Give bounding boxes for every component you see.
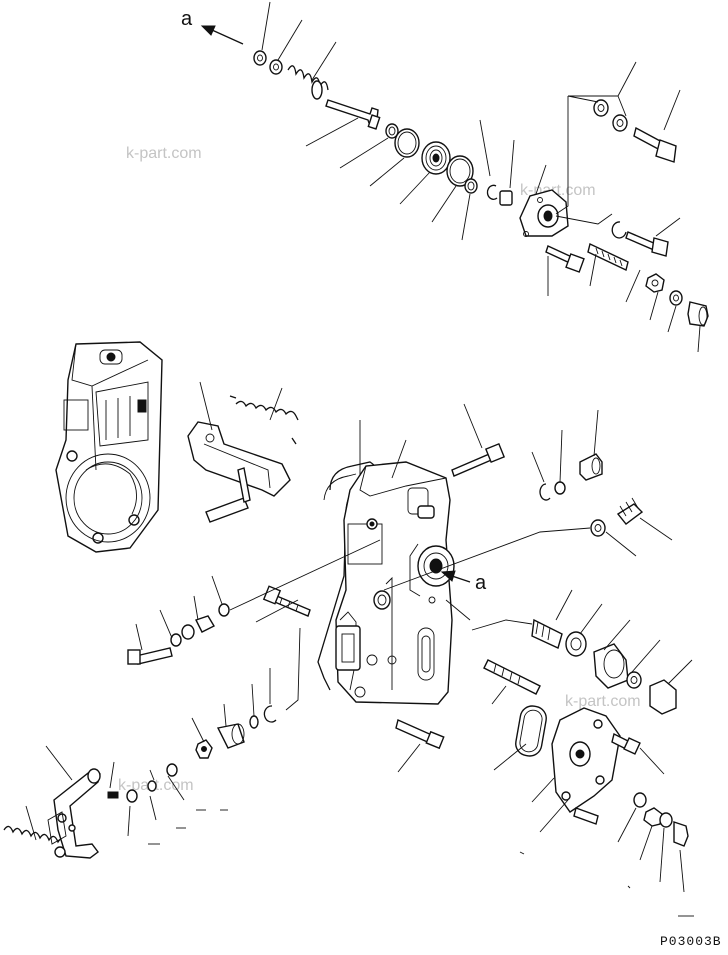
view-label-top: a [181, 8, 193, 30]
spring-lever [235, 400, 299, 421]
governor-lever [187, 381, 299, 523]
nut-r [643, 807, 663, 827]
washer-3 [593, 99, 609, 117]
washer-r3 [626, 671, 642, 689]
snap-ring-b [611, 221, 627, 239]
oval-seal [515, 705, 547, 757]
leader-lines-right [359, 403, 694, 917]
top-shaft-assembly [253, 50, 709, 327]
oring-1 [394, 128, 420, 158]
washer-r2 [590, 519, 606, 537]
fitting [616, 503, 644, 525]
washer-1 [253, 50, 267, 66]
plug [579, 453, 603, 481]
stud-lower [483, 659, 541, 695]
snap-ring-l [263, 705, 277, 723]
washer-2 [269, 59, 283, 75]
washer-5 [669, 290, 683, 306]
leader-lines-top [261, 1, 701, 353]
leader-lines-left [109, 539, 381, 845]
pin-lever [205, 497, 249, 523]
stud-a [587, 243, 629, 271]
bolt-l2 [135, 647, 173, 665]
ring-2 [464, 178, 478, 194]
bolt-c [625, 231, 657, 251]
snap-ring-top [486, 184, 498, 200]
drawing-code: P03003B [660, 934, 722, 949]
view-label-mid: a [475, 572, 487, 594]
right-parts [451, 442, 689, 847]
left-parts [107, 585, 311, 803]
snap-ring-r [539, 483, 551, 501]
arrow-left-icon [200, 25, 244, 45]
stud-r [531, 618, 563, 649]
main-housing [317, 461, 455, 705]
nut-top [499, 190, 513, 206]
cap-nut [687, 301, 709, 327]
oring-2 [446, 155, 474, 187]
watermark-1: k-part.com [126, 145, 202, 162]
washer-r [554, 481, 566, 495]
governor-housing [55, 341, 163, 553]
ring-r [565, 631, 587, 657]
bushing-l [216, 723, 245, 749]
bolt-r2 [573, 807, 599, 825]
arrow-left-icon [440, 570, 471, 583]
linkage-lever [3, 745, 101, 859]
cap-r [649, 679, 677, 715]
ring-1 [385, 123, 399, 139]
watermark-3: k-part.com [565, 693, 641, 710]
nut-b [645, 273, 665, 293]
cap-nut-r [673, 821, 689, 847]
washer-4 [612, 114, 628, 132]
